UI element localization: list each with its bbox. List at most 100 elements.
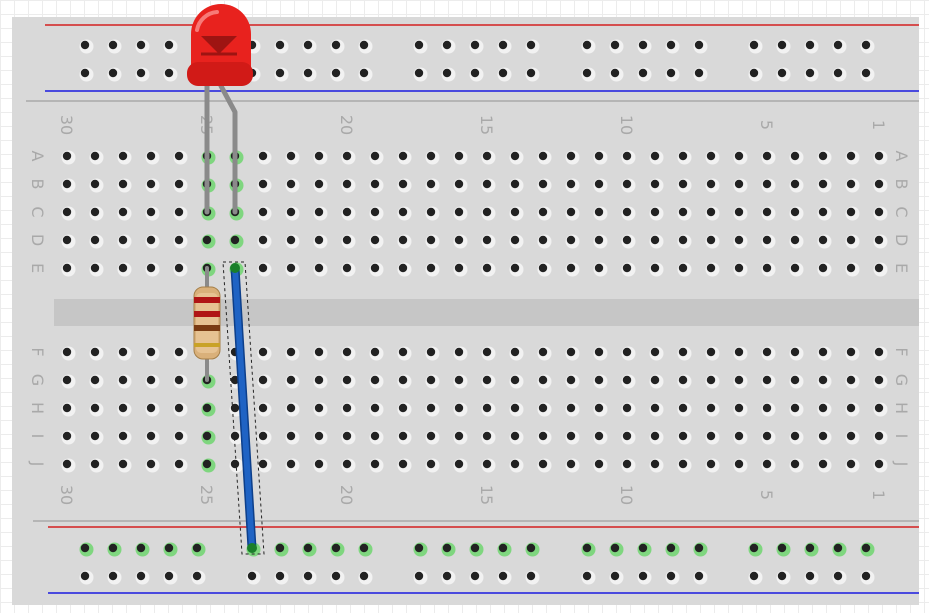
- top-rail-upper-hole[interactable]: [358, 39, 373, 54]
- hole[interactable]: [230, 459, 240, 469]
- hole[interactable]: [566, 403, 576, 413]
- hole[interactable]: [610, 543, 620, 553]
- hole[interactable]: [582, 543, 592, 553]
- hole[interactable]: [470, 571, 480, 581]
- hole[interactable]: [846, 375, 856, 385]
- hole[interactable]: [108, 68, 118, 78]
- top-rail-lower-hole[interactable]: [609, 67, 624, 82]
- hole[interactable]: [790, 459, 800, 469]
- hole[interactable]: [706, 179, 716, 189]
- hole-C6[interactable]: [733, 206, 748, 221]
- hole[interactable]: [526, 543, 536, 553]
- hole[interactable]: [594, 151, 604, 161]
- hole-A29[interactable]: [89, 150, 104, 165]
- hole-G29[interactable]: [89, 374, 104, 389]
- hole[interactable]: [734, 459, 744, 469]
- hole[interactable]: [174, 235, 184, 245]
- bottom-rail-lower-hole[interactable]: [609, 570, 624, 585]
- hole-I28[interactable]: [117, 430, 132, 445]
- hole[interactable]: [678, 347, 688, 357]
- hole-I26[interactable]: [173, 430, 188, 445]
- hole-C17[interactable]: [425, 206, 440, 221]
- hole[interactable]: [622, 151, 632, 161]
- top-rail-lower-hole[interactable]: [525, 67, 540, 82]
- bottom-rail-upper-hole[interactable]: [469, 542, 484, 557]
- hole-H22[interactable]: [285, 402, 300, 417]
- hole-J12[interactable]: [565, 458, 580, 473]
- hole[interactable]: [398, 431, 408, 441]
- hole[interactable]: [790, 179, 800, 189]
- hole-G7[interactable]: [705, 374, 720, 389]
- hole[interactable]: [706, 235, 716, 245]
- hole-D10[interactable]: [621, 234, 636, 249]
- hole-C28[interactable]: [117, 206, 132, 221]
- hole[interactable]: [454, 207, 464, 217]
- hole[interactable]: [482, 235, 492, 245]
- hole-J24[interactable]: [229, 458, 244, 473]
- hole[interactable]: [734, 347, 744, 357]
- hole[interactable]: [426, 235, 436, 245]
- hole-B6[interactable]: [733, 178, 748, 193]
- hole[interactable]: [414, 40, 424, 50]
- hole-F13[interactable]: [537, 346, 552, 361]
- bottom-rail-lower-hole[interactable]: [748, 570, 763, 585]
- hole[interactable]: [470, 543, 480, 553]
- hole[interactable]: [314, 263, 324, 273]
- hole-G1[interactable]: [873, 374, 888, 389]
- hole[interactable]: [833, 40, 843, 50]
- hole-H4[interactable]: [789, 402, 804, 417]
- hole[interactable]: [874, 151, 884, 161]
- hole[interactable]: [622, 403, 632, 413]
- hole-H16[interactable]: [453, 402, 468, 417]
- hole-G28[interactable]: [117, 374, 132, 389]
- bottom-rail-lower-hole[interactable]: [163, 570, 178, 585]
- bottom-rail-lower-hole[interactable]: [107, 570, 122, 585]
- top-rail-upper-hole[interactable]: [693, 39, 708, 54]
- hole[interactable]: [538, 347, 548, 357]
- bottom-rail-upper-hole[interactable]: [665, 542, 680, 557]
- hole[interactable]: [426, 459, 436, 469]
- hole[interactable]: [370, 235, 380, 245]
- hole[interactable]: [498, 571, 508, 581]
- hole[interactable]: [370, 375, 380, 385]
- bottom-rail-upper-hole[interactable]: [693, 542, 708, 557]
- hole[interactable]: [398, 263, 408, 273]
- hole-J6[interactable]: [733, 458, 748, 473]
- hole[interactable]: [303, 571, 313, 581]
- hole[interactable]: [482, 347, 492, 357]
- hole-E4[interactable]: [789, 262, 804, 277]
- hole[interactable]: [202, 403, 212, 413]
- hole[interactable]: [80, 40, 90, 50]
- bottom-rail-upper-hole[interactable]: [274, 542, 289, 557]
- hole[interactable]: [118, 263, 128, 273]
- hole-D6[interactable]: [733, 234, 748, 249]
- hole[interactable]: [734, 431, 744, 441]
- hole-E20[interactable]: [341, 262, 356, 277]
- red-led[interactable]: [187, 4, 253, 86]
- resistor[interactable]: [193, 286, 221, 360]
- bottom-rail-upper-hole[interactable]: [135, 542, 150, 557]
- hole-B15[interactable]: [481, 178, 496, 193]
- hole-G15[interactable]: [481, 374, 496, 389]
- hole-I29[interactable]: [89, 430, 104, 445]
- hole[interactable]: [762, 207, 772, 217]
- hole[interactable]: [398, 151, 408, 161]
- hole[interactable]: [370, 347, 380, 357]
- hole-E22[interactable]: [285, 262, 300, 277]
- hole[interactable]: [594, 431, 604, 441]
- hole-J3[interactable]: [817, 458, 832, 473]
- top-rail-upper-hole[interactable]: [637, 39, 652, 54]
- hole-A11[interactable]: [593, 150, 608, 165]
- hole[interactable]: [694, 571, 704, 581]
- hole[interactable]: [398, 403, 408, 413]
- hole[interactable]: [610, 68, 620, 78]
- hole[interactable]: [146, 179, 156, 189]
- hole[interactable]: [258, 403, 268, 413]
- hole[interactable]: [398, 375, 408, 385]
- hole-G10[interactable]: [621, 374, 636, 389]
- hole-H2[interactable]: [845, 402, 860, 417]
- hole[interactable]: [454, 431, 464, 441]
- hole[interactable]: [80, 571, 90, 581]
- hole-F15[interactable]: [481, 346, 496, 361]
- hole[interactable]: [370, 403, 380, 413]
